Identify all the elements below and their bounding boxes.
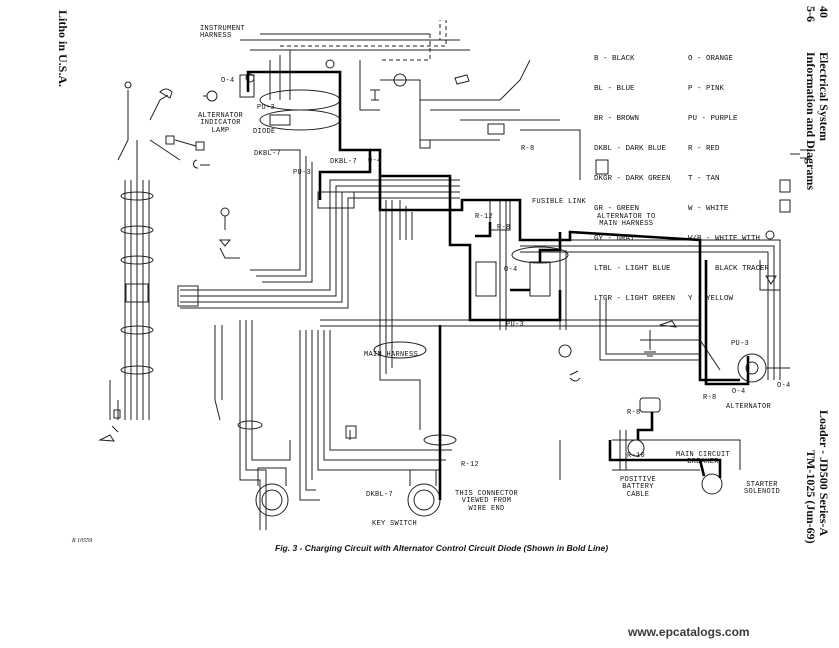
litho-text: Litho in U.S.A.: [56, 10, 70, 88]
legend-entry: BL - BLUE: [594, 85, 635, 93]
legend-entry: LTBL - LIGHT BLUE: [594, 265, 671, 273]
label-r8-mid: R-8: [497, 224, 511, 232]
label-pu3-alternator: PU-3: [731, 340, 750, 348]
label-r10: R-10: [627, 452, 646, 460]
label-pu3-mid: PU-3: [293, 169, 312, 177]
label-main-circuit-breaker: MAIN CIRCUIT BREAKER: [676, 451, 731, 467]
label-diode: DIODE: [253, 128, 276, 136]
manual-code: TM-1025 (Jun-69): [804, 450, 818, 544]
legend-entry: PU - PURPLE: [688, 115, 738, 123]
label-pu3-top: PU-3: [257, 104, 276, 112]
label-dkbl7-top: DKBL-7: [254, 150, 282, 158]
label-o4-alternator-b: O-4: [777, 382, 791, 390]
legend-entry: W/B - WHITE WITH: [688, 235, 761, 243]
label-dkbl7-mid: DKBL-7: [330, 158, 358, 166]
section-title: Electrical System: [817, 52, 831, 141]
label-alternator: ALTERNATOR: [726, 403, 772, 411]
left-harness: [98, 81, 210, 442]
legend-entry: DKBL - DARK BLUE: [594, 145, 667, 153]
legend-right: O - ORANGE P - PINK PU - PURPLE R - RED …: [688, 34, 769, 324]
figure-caption: Fig. 3 - Charging Circuit with Alternato…: [275, 543, 609, 553]
legend-entry: W - WHITE: [688, 205, 729, 213]
label-pu3-connector: PU-3: [506, 321, 525, 329]
legend-entry: DKGR - DARK GREEN: [594, 175, 671, 183]
charging-circuit-bold: [246, 70, 750, 500]
label-main-harness: MAIN HARNESS: [364, 351, 419, 359]
label-key-switch: KEY SWITCH: [372, 520, 418, 528]
label-r8-alternator: R-8: [703, 394, 717, 402]
instrument-harness-dashed: [270, 20, 447, 61]
legend-entry: O - ORANGE: [688, 55, 734, 63]
legend-entry: T - TAN: [688, 175, 720, 183]
legend-left: B - BLACK BL - BLUE BR - BROWN DKBL - DA…: [594, 34, 675, 324]
figure-number: R 10559: [72, 538, 93, 544]
key-switch-drawing: [255, 467, 441, 517]
label-r12-low: R-12: [461, 461, 480, 469]
label-o4-alternator-a: O-4: [732, 388, 746, 396]
watermark: www.epcatalogs.com: [628, 625, 750, 639]
section-number: 5-6: [804, 6, 818, 22]
legend-entry: GR - GREEN: [594, 205, 640, 213]
page-number: 40: [817, 6, 831, 18]
legend-entry: B - BLACK: [594, 55, 635, 63]
label-alternator-to-main-harness: ALTERNATOR TO MAIN HARNESS: [597, 213, 656, 229]
breaker-drawing: [612, 397, 741, 495]
connectors: [177, 59, 609, 307]
label-r8-top: R-8: [521, 145, 535, 153]
label-instrument-harness: INSTRUMENT HARNESS: [200, 25, 246, 41]
legend-entry: GY - GRAY: [594, 235, 635, 243]
label-o4-top: O-4: [221, 77, 235, 85]
legend-entry: BR - BROWN: [594, 115, 640, 123]
label-positive-battery-cable: POSITIVE BATTERY CABLE: [620, 476, 657, 499]
label-o4-mid: O-4: [368, 157, 382, 165]
section-subtitle: Information and Diagrams: [804, 52, 818, 191]
label-r8-low: R-8: [627, 409, 641, 417]
legend-entry: BLACK TRACER: [688, 265, 770, 273]
legend-entry: R - RED: [688, 145, 720, 153]
label-o4-connector: O-4: [504, 266, 518, 274]
manual-title: Loader - JD500 Series-A: [817, 410, 831, 537]
label-connector-note: THIS CONNECTOR VIEWED FROM WIRE END: [455, 490, 519, 513]
label-alternator-indicator-lamp: ALTERNATOR INDICATOR LAMP: [198, 112, 244, 135]
label-r12-mid: R-12: [475, 213, 494, 221]
label-fusible-link: FUSIBLE LINK: [532, 198, 587, 206]
label-starter-solenoid: STARTER SOLENOID: [744, 481, 781, 497]
legend-entry: Y - YELLOW: [688, 295, 734, 303]
legend-entry: LTGR - LIGHT GREEN: [594, 295, 676, 303]
legend-entry: P - PINK: [688, 85, 725, 93]
alternator-drawing: [737, 353, 790, 383]
label-dkbl7-low: DKBL-7: [366, 491, 394, 499]
